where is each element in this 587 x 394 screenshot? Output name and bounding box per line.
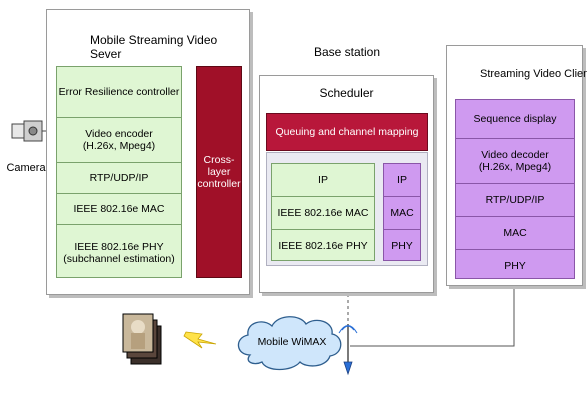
base-station-title: Base station xyxy=(313,45,381,59)
bs-right-ip-layer: IP xyxy=(384,164,420,197)
wimax-cloud-icon xyxy=(237,316,342,371)
error-resilience-controller: Error Resilience controller xyxy=(57,67,181,118)
bs-ip-layer: IP xyxy=(272,164,374,197)
sequence-display-layer: Sequence display xyxy=(456,100,574,139)
rtp-udp-ip-layer: RTP/UDP/IP xyxy=(57,163,181,194)
bs-right-phy-layer: PHY xyxy=(391,240,413,252)
queuing-channel-mapping: Queuing and channel mapping xyxy=(266,113,428,151)
client-rtp-udp-ip-layer: RTP/UDP/IP xyxy=(456,184,574,217)
phy-layer: IEEE 802.16e PHY (subchannel estimation) xyxy=(63,241,175,265)
bs-left-stack: IP IEEE 802.16e MAC IEEE 802.16e PHY xyxy=(271,163,375,261)
client-phy-layer: PHY xyxy=(504,260,526,272)
client-title: Streaming Video Client xyxy=(480,68,587,80)
video-decoder-layer: Video decoder (H.26x, Mpeg4) xyxy=(456,139,574,184)
bs-right-stack: IP MAC PHY xyxy=(383,163,421,261)
client-link xyxy=(350,284,515,347)
cross-layer-controller: Cross- layer controller xyxy=(196,66,242,278)
camera-label: Camera xyxy=(6,162,46,174)
server-protocol-stack: Error Resilience controller Video encode… xyxy=(56,66,182,278)
lightning-icon xyxy=(183,331,217,349)
video-encoder-layer: Video encoder (H.26x, Mpeg4) xyxy=(57,118,181,163)
bs-right-mac-layer: MAC xyxy=(384,197,420,230)
antenna-icon xyxy=(338,324,358,376)
video-frames-icon xyxy=(122,313,162,365)
client-protocol-stack: Sequence display Video decoder (H.26x, M… xyxy=(455,99,575,279)
client-mac-layer: MAC xyxy=(456,217,574,250)
scheduler-label: Scheduler xyxy=(319,86,374,100)
server-title: Mobile Streaming Video Sever xyxy=(90,33,218,61)
mac-layer: IEEE 802.16e MAC xyxy=(57,194,181,225)
bs-phy-layer: IEEE 802.16e PHY xyxy=(278,240,368,252)
wimax-cloud-label: Mobile WiMAX xyxy=(257,336,327,348)
bs-mac-layer: IEEE 802.16e MAC xyxy=(272,197,374,230)
